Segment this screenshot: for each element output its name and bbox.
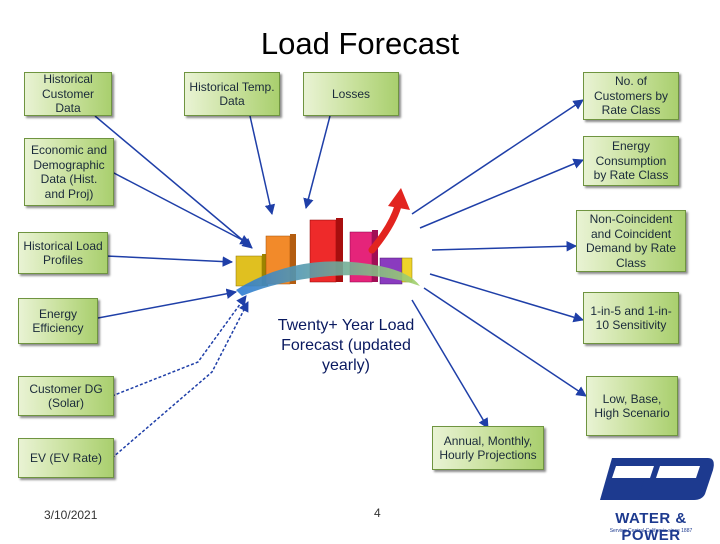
- footer-date: 3/10/2021: [44, 508, 98, 522]
- arrow-historical-load-profiles: [105, 255, 234, 267]
- output-projections: Annual, Monthly, Hourly Projections: [432, 426, 544, 470]
- input-ev: EV (EV Rate): [18, 438, 114, 478]
- arrow-demand: [431, 241, 578, 252]
- arrow-economic-data: [111, 171, 251, 245]
- arrow-ev: [111, 301, 249, 459]
- input-historical-customer-data: Historical Customer Data: [24, 72, 112, 116]
- input-losses: Losses: [303, 72, 399, 116]
- arrow-energy-efficiency: [97, 288, 238, 319]
- input-historical-temp-data: Historical Temp. Data: [184, 72, 280, 116]
- output-no-of-customers: No. of Customers by Rate Class: [583, 72, 679, 120]
- output-scenario: Low, Base, High Scenario: [586, 376, 678, 436]
- slide-title: Load Forecast: [260, 26, 460, 61]
- arrow-no-of-customers: [411, 99, 584, 215]
- arrow-scenario: [423, 287, 587, 397]
- input-economic-data: Economic and Demographic Data (Hist. and…: [24, 138, 114, 206]
- center-forecast-label: Twenty+ Year Load Forecast (updated year…: [277, 317, 415, 374]
- output-energy-consumption: Energy Consumption by Rate Class: [583, 136, 679, 186]
- input-customer-dg: Customer DG (Solar): [18, 376, 114, 416]
- arrow-energy-consumption: [419, 158, 584, 229]
- input-energy-efficiency: Energy Efficiency: [18, 298, 98, 344]
- logo-mark: [600, 458, 714, 500]
- arrow-sensitivity: [429, 273, 585, 323]
- page-number: 4: [374, 506, 381, 520]
- input-historical-load-profiles: Historical Load Profiles: [18, 232, 108, 274]
- chart-graphic: [235, 188, 420, 296]
- arrow-historical-temp-data: [249, 115, 276, 216]
- logo-text: WATER & POWER: [615, 510, 687, 544]
- arrow-losses: [303, 115, 331, 210]
- arrow-historical-customer-data: [94, 115, 253, 249]
- arrow-customer-dg: [111, 295, 247, 397]
- logo-tagline: Serving Central California since 1887: [609, 528, 693, 534]
- arrow-projections: [411, 299, 489, 429]
- output-sensitivity: 1-in-5 and 1-in-10 Sensitivity: [583, 292, 679, 344]
- output-demand: Non-Coincident and Coincident Demand by …: [576, 210, 686, 272]
